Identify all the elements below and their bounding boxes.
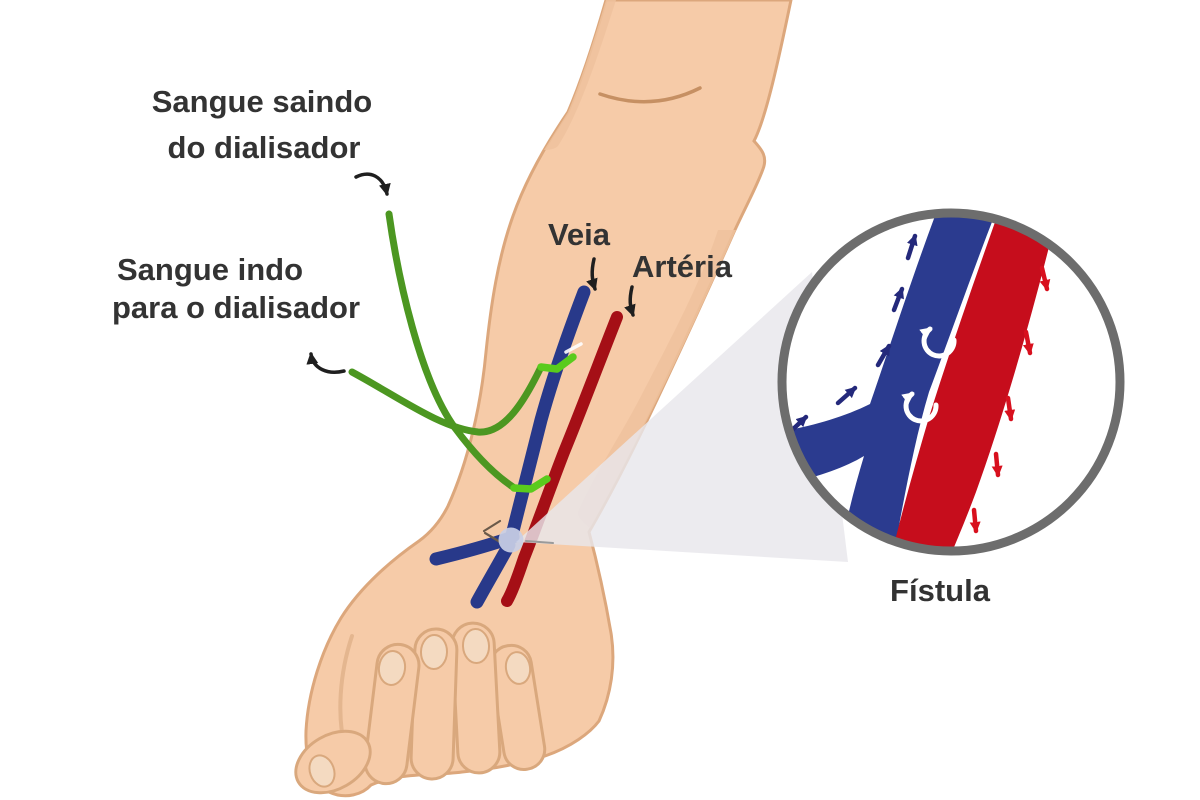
fistula-inset [777,208,1125,556]
fist [294,621,547,795]
u-turn-flow-arrow-icon [901,391,939,424]
finger-1 [363,642,421,786]
curved-pointer-arrow-icon [354,172,391,196]
flow-up-arrow-icon [891,286,905,313]
fingernail-4 [504,651,532,685]
tube-from-dialyzer [385,210,517,491]
label-blood-in-line2: para o dialisador [112,290,360,325]
artery-vessel [501,311,623,607]
label-artery: Artéria [632,249,733,284]
curved-pointer-arrow-icon [306,352,346,374]
label-vein: Veia [548,217,611,252]
elbow-crease [598,86,702,104]
label-fistula: Fístula [890,573,991,608]
vein-vessel [505,285,591,542]
magnifier-cone [516,272,848,562]
node-tick-line [525,540,554,544]
flow-down-arrow-icon [969,507,981,534]
flow-down-arrow-icon [1039,265,1051,292]
flow-down-arrow-icon [1004,395,1016,422]
fingernail-3 [461,628,491,664]
shunt-flow-arrows [901,326,957,424]
inset-ring [777,208,1125,556]
tube-to-dialyzer [348,363,545,436]
arterial-flow-arrows [969,265,1051,534]
flow-up-arrow-icon [835,385,858,406]
down-arrow-icon [624,285,636,317]
down-arrow-icon [586,257,598,291]
inset-content [786,217,1051,547]
thumbnail [308,754,336,788]
needle-glint-upper [564,342,583,354]
label-blood-out-line1: Sangue saindo [152,84,372,119]
label-blood-out-line2: do dialisador [168,130,361,165]
flow-up-arrow-icon [905,233,918,261]
anastomosis-site [482,519,554,553]
needle-connector-upper [537,353,577,373]
fingernail-1 [377,650,407,686]
fingernail-2 [419,634,449,670]
flow-up-arrow-icon [875,343,892,368]
fistula-node-dot [498,527,524,553]
flow-down-arrow-icon [991,451,1003,478]
flow-down-arrow-icon [1022,329,1034,356]
needle-connector-lower [510,475,551,493]
label-pointers [306,172,636,374]
label-blood-in-line1: Sangue indo [117,252,303,287]
u-turn-flow-arrow-icon [919,326,957,359]
inset-artery-shape [886,217,1050,547]
text-labels: Sangue saindo do dialisador Sangue indo … [112,84,991,608]
upper-arm-left-shading [544,0,616,150]
inset-vein-shape [786,217,999,547]
wrist-pinch-mark [482,519,502,544]
dialysis-tubes [348,210,583,493]
